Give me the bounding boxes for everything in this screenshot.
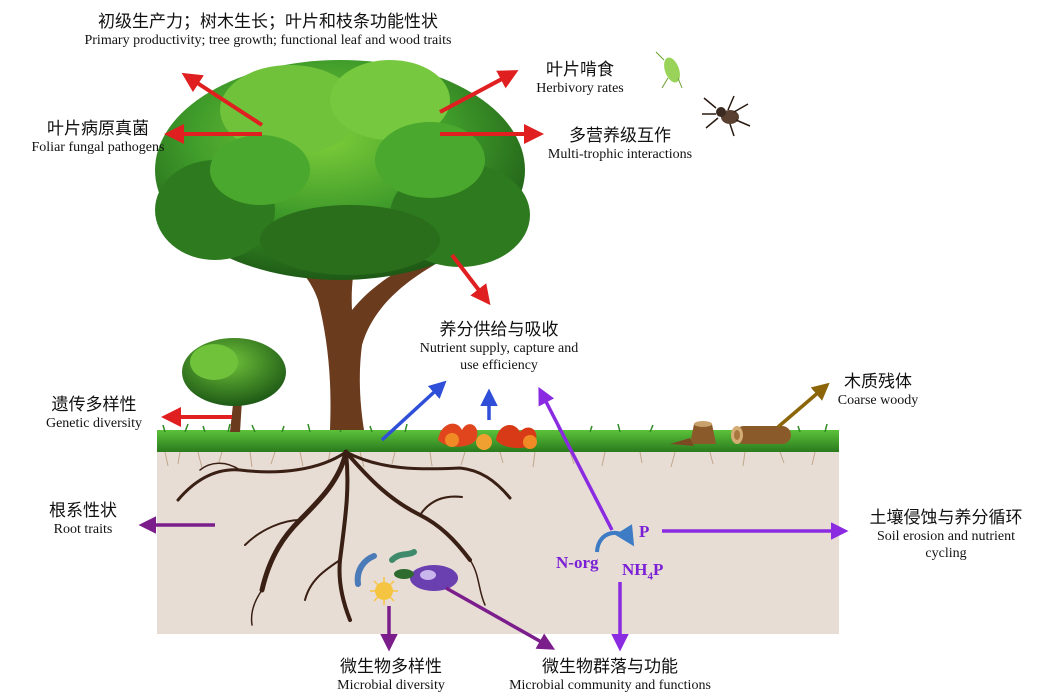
label-soil-erosion: 土壤侵蚀与养分循环 Soil erosion and nutrient cycl… bbox=[848, 508, 1044, 562]
chem-p: P bbox=[639, 522, 649, 542]
label-soil-erosion-en-2: cycling bbox=[848, 545, 1044, 562]
label-genetic-diversity: 遗传多样性 Genetic diversity bbox=[24, 395, 164, 432]
label-herbivory: 叶片啃食 Herbivory rates bbox=[510, 60, 650, 97]
label-primary-productivity-zh: 初级生产力；树木生长；叶片和枝条功能性状 bbox=[8, 12, 528, 32]
label-microbial-diversity: 微生物多样性 Microbial diversity bbox=[316, 657, 466, 694]
soil-layer bbox=[157, 448, 839, 634]
label-multitrophic-en: Multi-trophic interactions bbox=[520, 146, 720, 163]
label-coarse-woody: 木质残体 Coarse woody bbox=[818, 372, 938, 409]
label-genetic-diversity-en: Genetic diversity bbox=[24, 415, 164, 432]
label-genetic-diversity-zh: 遗传多样性 bbox=[24, 395, 164, 415]
label-nutrient-en-2: use efficiency bbox=[384, 357, 614, 374]
label-root-traits-zh: 根系性状 bbox=[38, 501, 128, 521]
chem-nh4p-p: P bbox=[653, 560, 663, 579]
label-primary-productivity: 初级生产力；树木生长；叶片和枝条功能性状 Primary productivit… bbox=[8, 12, 528, 49]
label-multitrophic-zh: 多营养级互作 bbox=[520, 126, 720, 146]
label-nutrient: 养分供给与吸收 Nutrient supply, capture and use… bbox=[384, 320, 614, 374]
label-coarse-woody-zh: 木质残体 bbox=[818, 372, 938, 392]
label-microbial-diversity-en: Microbial diversity bbox=[316, 677, 466, 694]
label-herbivory-en: Herbivory rates bbox=[510, 80, 650, 97]
label-root-traits-en: Root traits bbox=[38, 521, 128, 538]
label-soil-erosion-zh: 土壤侵蚀与养分循环 bbox=[848, 508, 1044, 528]
label-microbial-community-zh: 微生物群落与功能 bbox=[472, 657, 748, 677]
label-multitrophic: 多营养级互作 Multi-trophic interactions bbox=[520, 126, 720, 163]
label-microbial-community: 微生物群落与功能 Microbial community and functio… bbox=[472, 657, 748, 694]
chem-n-org: N-org bbox=[556, 553, 598, 573]
label-soil-erosion-en-1: Soil erosion and nutrient bbox=[848, 528, 1044, 545]
label-primary-productivity-en: Primary productivity; tree growth; funct… bbox=[8, 32, 528, 49]
leafhopper-insect bbox=[656, 52, 683, 88]
label-nutrient-zh: 养分供给与吸收 bbox=[384, 320, 614, 340]
label-coarse-woody-en: Coarse woody bbox=[818, 392, 938, 409]
label-foliar-pathogens-en: Foliar fungal pathogens bbox=[4, 139, 192, 156]
shrub-canopy bbox=[182, 338, 286, 406]
chem-nh4p: NH4P bbox=[622, 560, 663, 582]
label-root-traits: 根系性状 Root traits bbox=[38, 501, 128, 538]
label-nutrient-en-1: Nutrient supply, capture and bbox=[384, 340, 614, 357]
label-microbial-diversity-zh: 微生物多样性 bbox=[316, 657, 466, 677]
label-foliar-pathogens-zh: 叶片病原真菌 bbox=[4, 119, 192, 139]
label-foliar-pathogens: 叶片病原真菌 Foliar fungal pathogens bbox=[4, 119, 192, 156]
leaf-litter bbox=[438, 424, 537, 450]
chem-nh4p-nh: NH bbox=[622, 560, 648, 579]
label-microbial-community-en: Microbial community and functions bbox=[472, 677, 748, 694]
label-herbivory-zh: 叶片啃食 bbox=[510, 60, 650, 80]
